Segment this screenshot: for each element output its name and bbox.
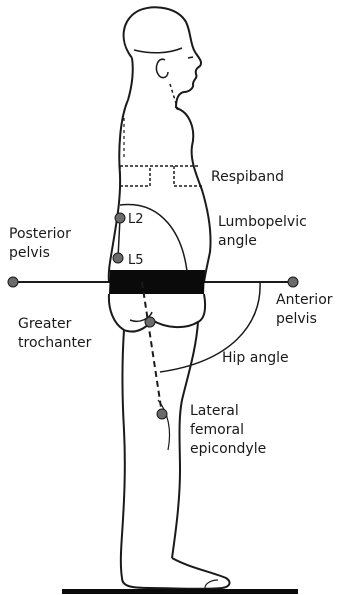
label-anterior-line2: pelvis	[276, 311, 317, 328]
toe-line	[205, 580, 218, 588]
label-respiband: Respiband	[211, 169, 284, 186]
label-lateral-line3: epicondyle	[190, 441, 266, 458]
femur-line	[142, 282, 162, 414]
leg-back	[121, 330, 125, 578]
label-lateral-line1: Lateral	[190, 403, 239, 420]
label-anterior-line1: Anterior	[276, 292, 333, 309]
knee-line	[158, 400, 170, 450]
label-greater-line1: Greater	[18, 316, 71, 333]
leg-front	[172, 322, 198, 558]
marker-anterior-pelvis	[288, 277, 298, 287]
label-l5: L5	[128, 253, 144, 268]
neck-back	[128, 58, 133, 100]
label-lumbopelvic-line1: Lumbopelvic	[218, 214, 307, 231]
label-hip-angle: Hip angle	[222, 350, 289, 367]
hair-line	[134, 48, 182, 53]
foot-outline	[122, 558, 229, 589]
label-posterior-line2: pelvis	[9, 245, 50, 262]
label-l2: L2	[128, 212, 144, 227]
shorts-outline	[109, 294, 205, 332]
torso-front	[176, 108, 211, 282]
marker-posterior-pelvis	[8, 277, 18, 287]
lumbar-line	[118, 218, 120, 258]
label-lumbopelvic-line2: angle	[218, 233, 257, 250]
ear-outline	[156, 59, 168, 77]
pelvic-band	[109, 270, 205, 294]
marker-lateral-femoral-epicondyle	[157, 409, 167, 419]
eye-mark	[188, 57, 193, 58]
marker-greater-trochanter	[145, 317, 155, 327]
marker-l5	[113, 253, 123, 263]
label-lateral-line2: femoral	[190, 422, 244, 439]
label-posterior-line1: Posterior	[9, 226, 71, 243]
label-greater-line2: trochanter	[18, 335, 91, 352]
marker-l2	[115, 213, 125, 223]
respiband-left	[120, 166, 150, 186]
floor-bar	[62, 589, 298, 594]
